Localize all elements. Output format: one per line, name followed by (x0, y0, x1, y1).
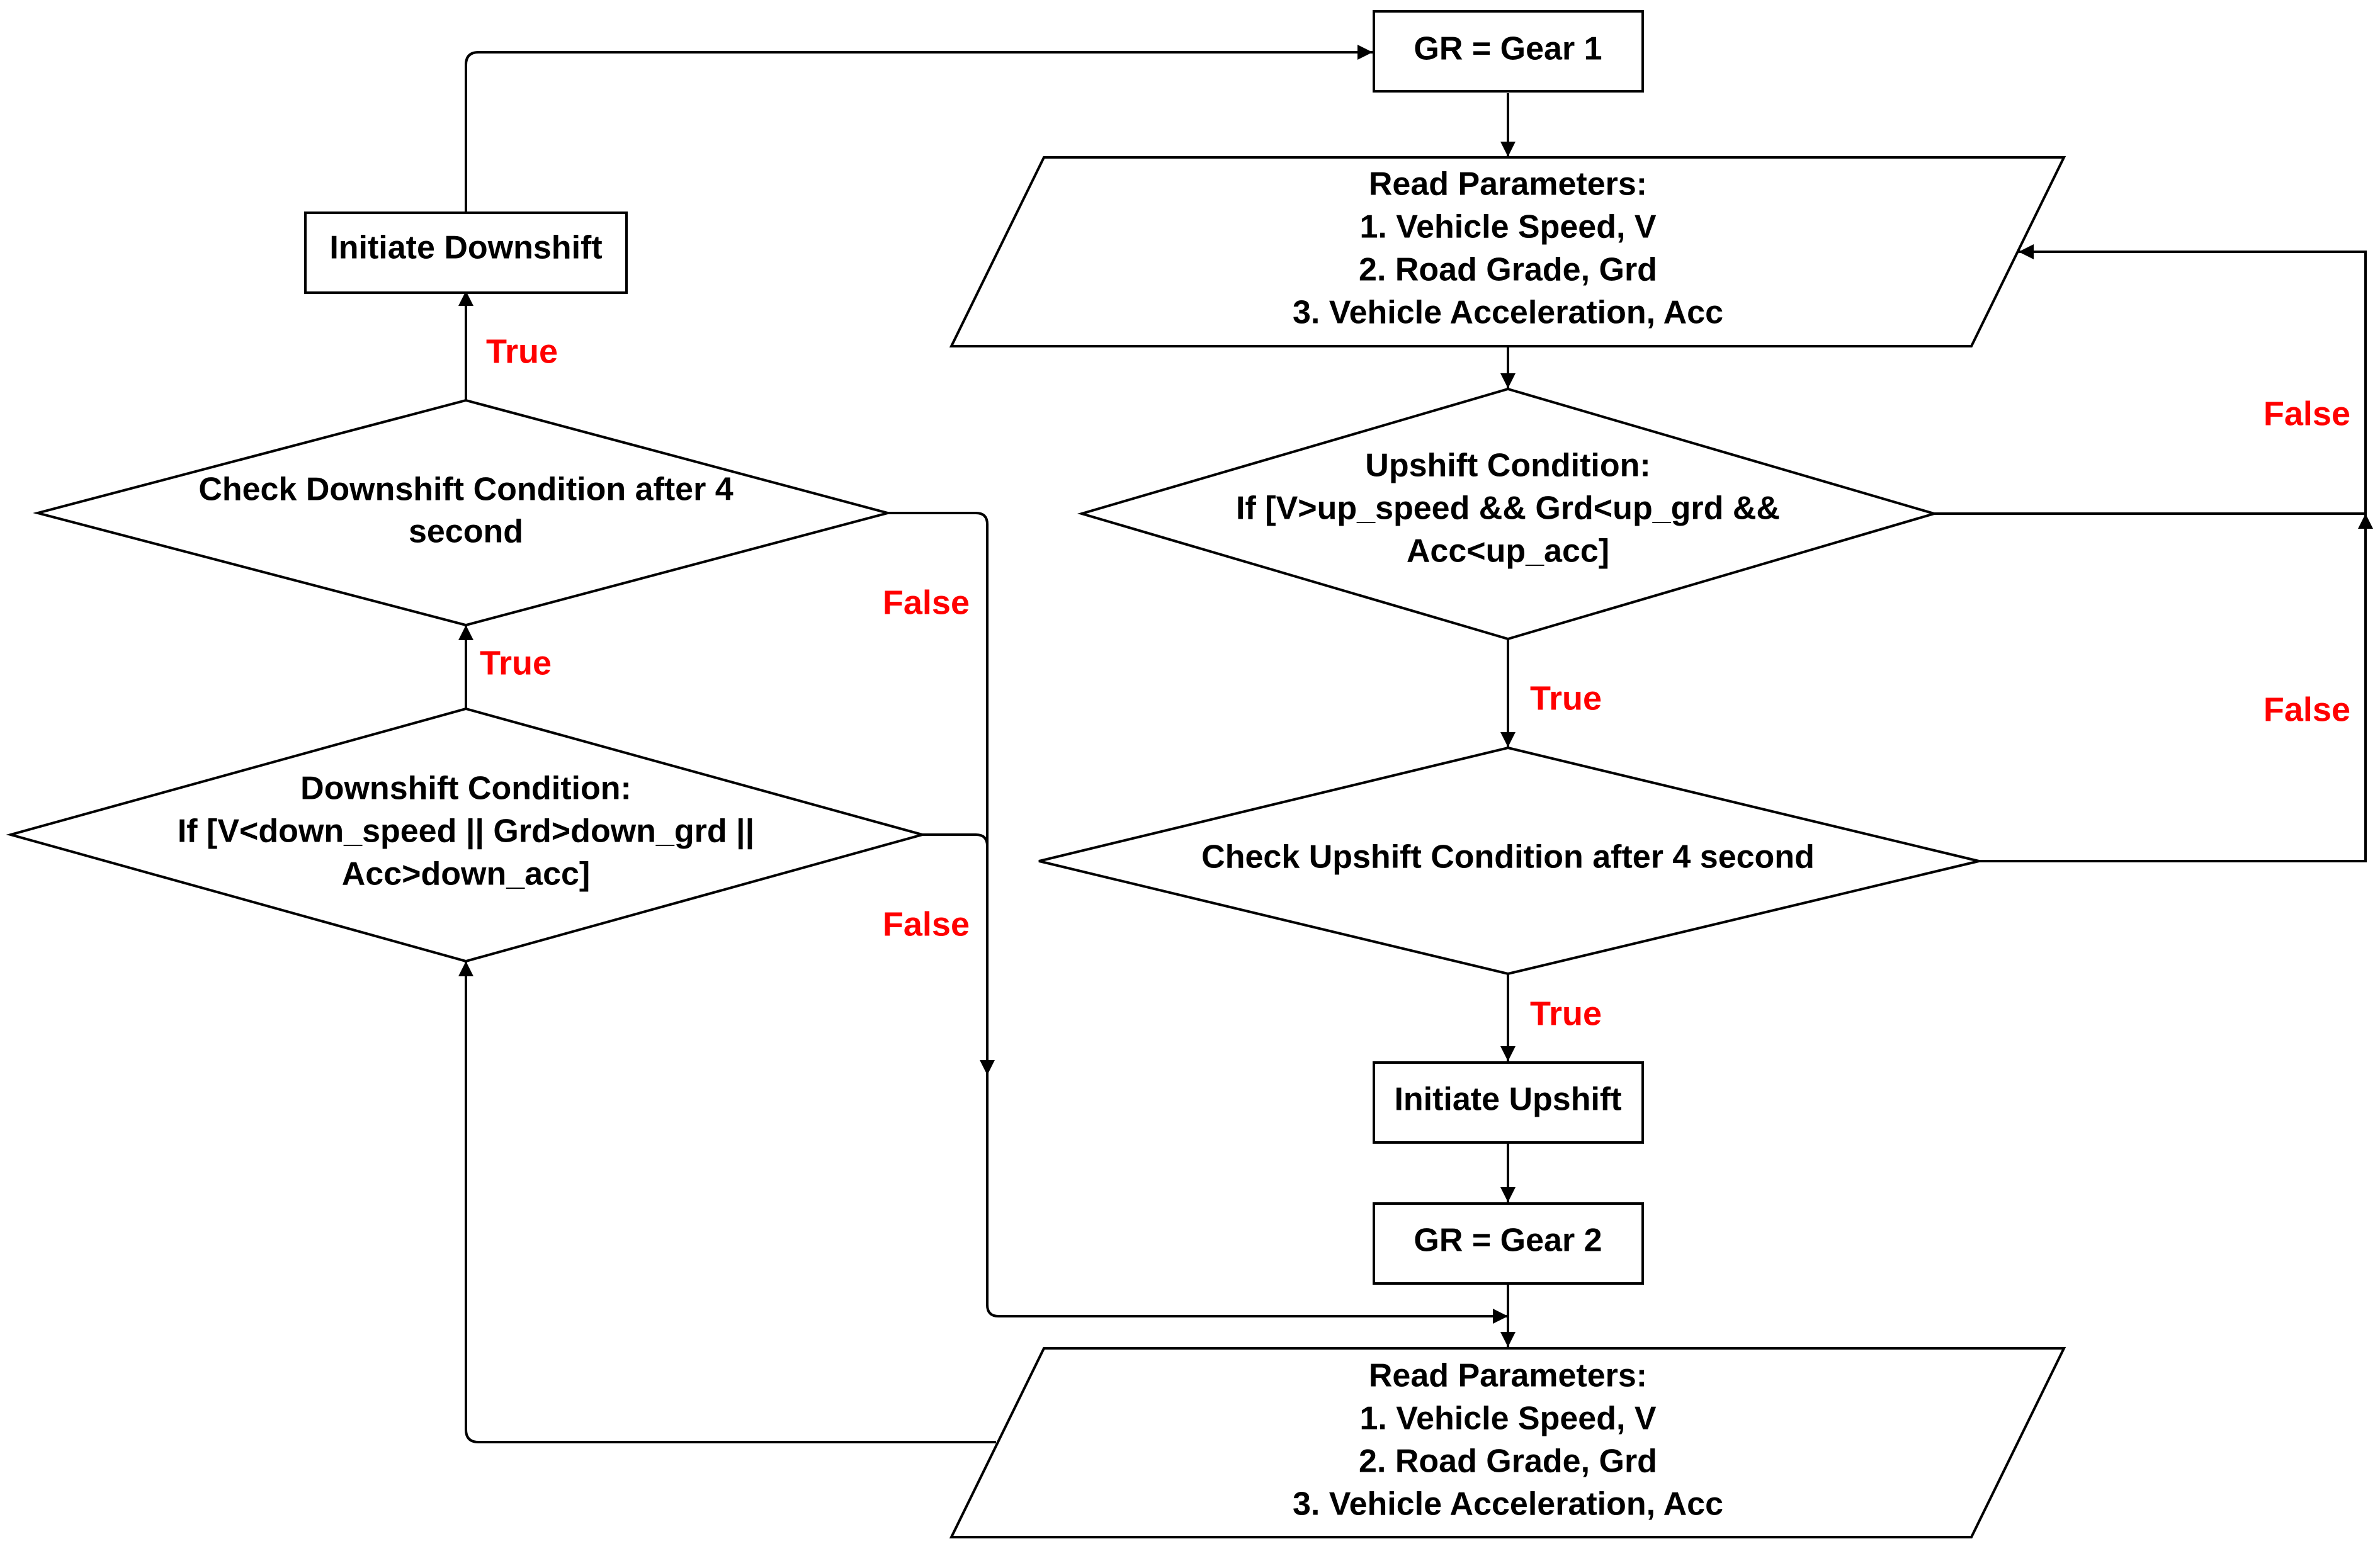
initiate-downshift-box (304, 212, 628, 294)
downshift-condition-diamond (6, 707, 927, 963)
node-downshift-condition: Downshift Condition: If [V<down_speed ||… (6, 707, 927, 963)
read-params-top-line-2: 1. Vehicle Speed, V (1359, 209, 1656, 245)
read-params-bottom-line-1: Read Parameters: (1369, 1358, 1647, 1394)
read-params-bottom-line-3: 2. Road Grade, Grd (1359, 1443, 1657, 1480)
label-check-downshift-false: False (883, 584, 970, 621)
node-initiate-downshift: Initiate Downshift (304, 212, 628, 294)
initiate-upshift-text: Initiate Upshift (1394, 1081, 1621, 1118)
edge-read-bottom-to-downshift-condition (458, 961, 996, 1443)
label-check-upshift-false: False (2264, 691, 2350, 728)
node-read-params-top: Read Parameters: 1. Vehicle Speed, V 2. … (949, 156, 2066, 347)
read-params-bottom-line-4: 3. Vehicle Acceleration, Acc (1293, 1486, 1723, 1523)
upshift-condition-line-2: If [V>up_speed && Grd<up_grd && (1236, 490, 1780, 527)
node-check-upshift: Check Upshift Condition after 4 second (1038, 746, 1980, 976)
label-check-upshift-true: True (1530, 995, 1602, 1032)
edge-check-downshift-false (888, 512, 995, 1075)
downshift-condition-line-1: Downshift Condition: (300, 770, 632, 807)
read-params-bottom-shape (949, 1347, 2066, 1538)
label-upshift-false: False (2264, 395, 2350, 432)
read-params-top-shape (949, 156, 2066, 347)
check-downshift-line-2: second (409, 514, 523, 550)
initiate-downshift-text: Initiate Downshift (329, 230, 602, 266)
node-gear1: GR = Gear 1 (1373, 10, 1644, 93)
upshift-condition-line-1: Upshift Condition: (1365, 448, 1650, 484)
edge-downshift-condition-false (922, 833, 1508, 1324)
node-upshift-condition: Upshift Condition: If [V>up_speed && Grd… (1077, 387, 1939, 641)
node-read-params-bottom: Read Parameters: 1. Vehicle Speed, V 2. … (949, 1347, 2066, 1538)
label-check-downshift-true: True (486, 332, 558, 370)
node-initiate-upshift: Initiate Upshift (1373, 1061, 1644, 1144)
label-downshift-false: False (883, 905, 970, 943)
read-params-top-line-1: Read Parameters: (1369, 166, 1647, 203)
label-upshift-true: True (1530, 679, 1602, 717)
edge-upshift-condition-false (1934, 244, 2367, 515)
gear2-box (1373, 1202, 1644, 1285)
edges (458, 45, 2373, 1443)
gear2-text: GR = Gear 2 (1414, 1222, 1602, 1259)
edge-initiate-downshift-to-gear1 (465, 45, 1373, 212)
upshift-condition-diamond (1077, 387, 1939, 641)
downshift-condition-line-3: Acc>down_acc] (342, 856, 591, 893)
node-gear2: GR = Gear 2 (1373, 1202, 1644, 1285)
upshift-condition-line-3: Acc<up_acc] (1407, 533, 1609, 570)
read-params-top-line-4: 3. Vehicle Acceleration, Acc (1293, 295, 1723, 331)
gear1-box (1373, 10, 1644, 93)
node-check-downshift: Check Downshift Condition after 4 second (33, 398, 893, 627)
check-upshift-diamond (1038, 746, 1980, 976)
downshift-condition-line-2: If [V<down_speed || Grd>down_grd || (178, 813, 754, 850)
edge-labels: True True False False True True False Fa… (480, 332, 2350, 1032)
check-downshift-diamond (33, 398, 893, 627)
check-upshift-line-1: Check Upshift Condition after 4 second (1201, 839, 1815, 876)
gear1-text: GR = Gear 1 (1414, 31, 1602, 67)
read-params-bottom-line-2: 1. Vehicle Speed, V (1359, 1401, 1656, 1437)
check-downshift-line-1: Check Downshift Condition after 4 (198, 471, 733, 508)
label-downshift-true: True (480, 644, 552, 682)
initiate-upshift-box (1373, 1061, 1644, 1144)
read-params-top-line-3: 2. Road Grade, Grd (1359, 252, 1657, 288)
edge-check-upshift-false (1979, 514, 2373, 862)
